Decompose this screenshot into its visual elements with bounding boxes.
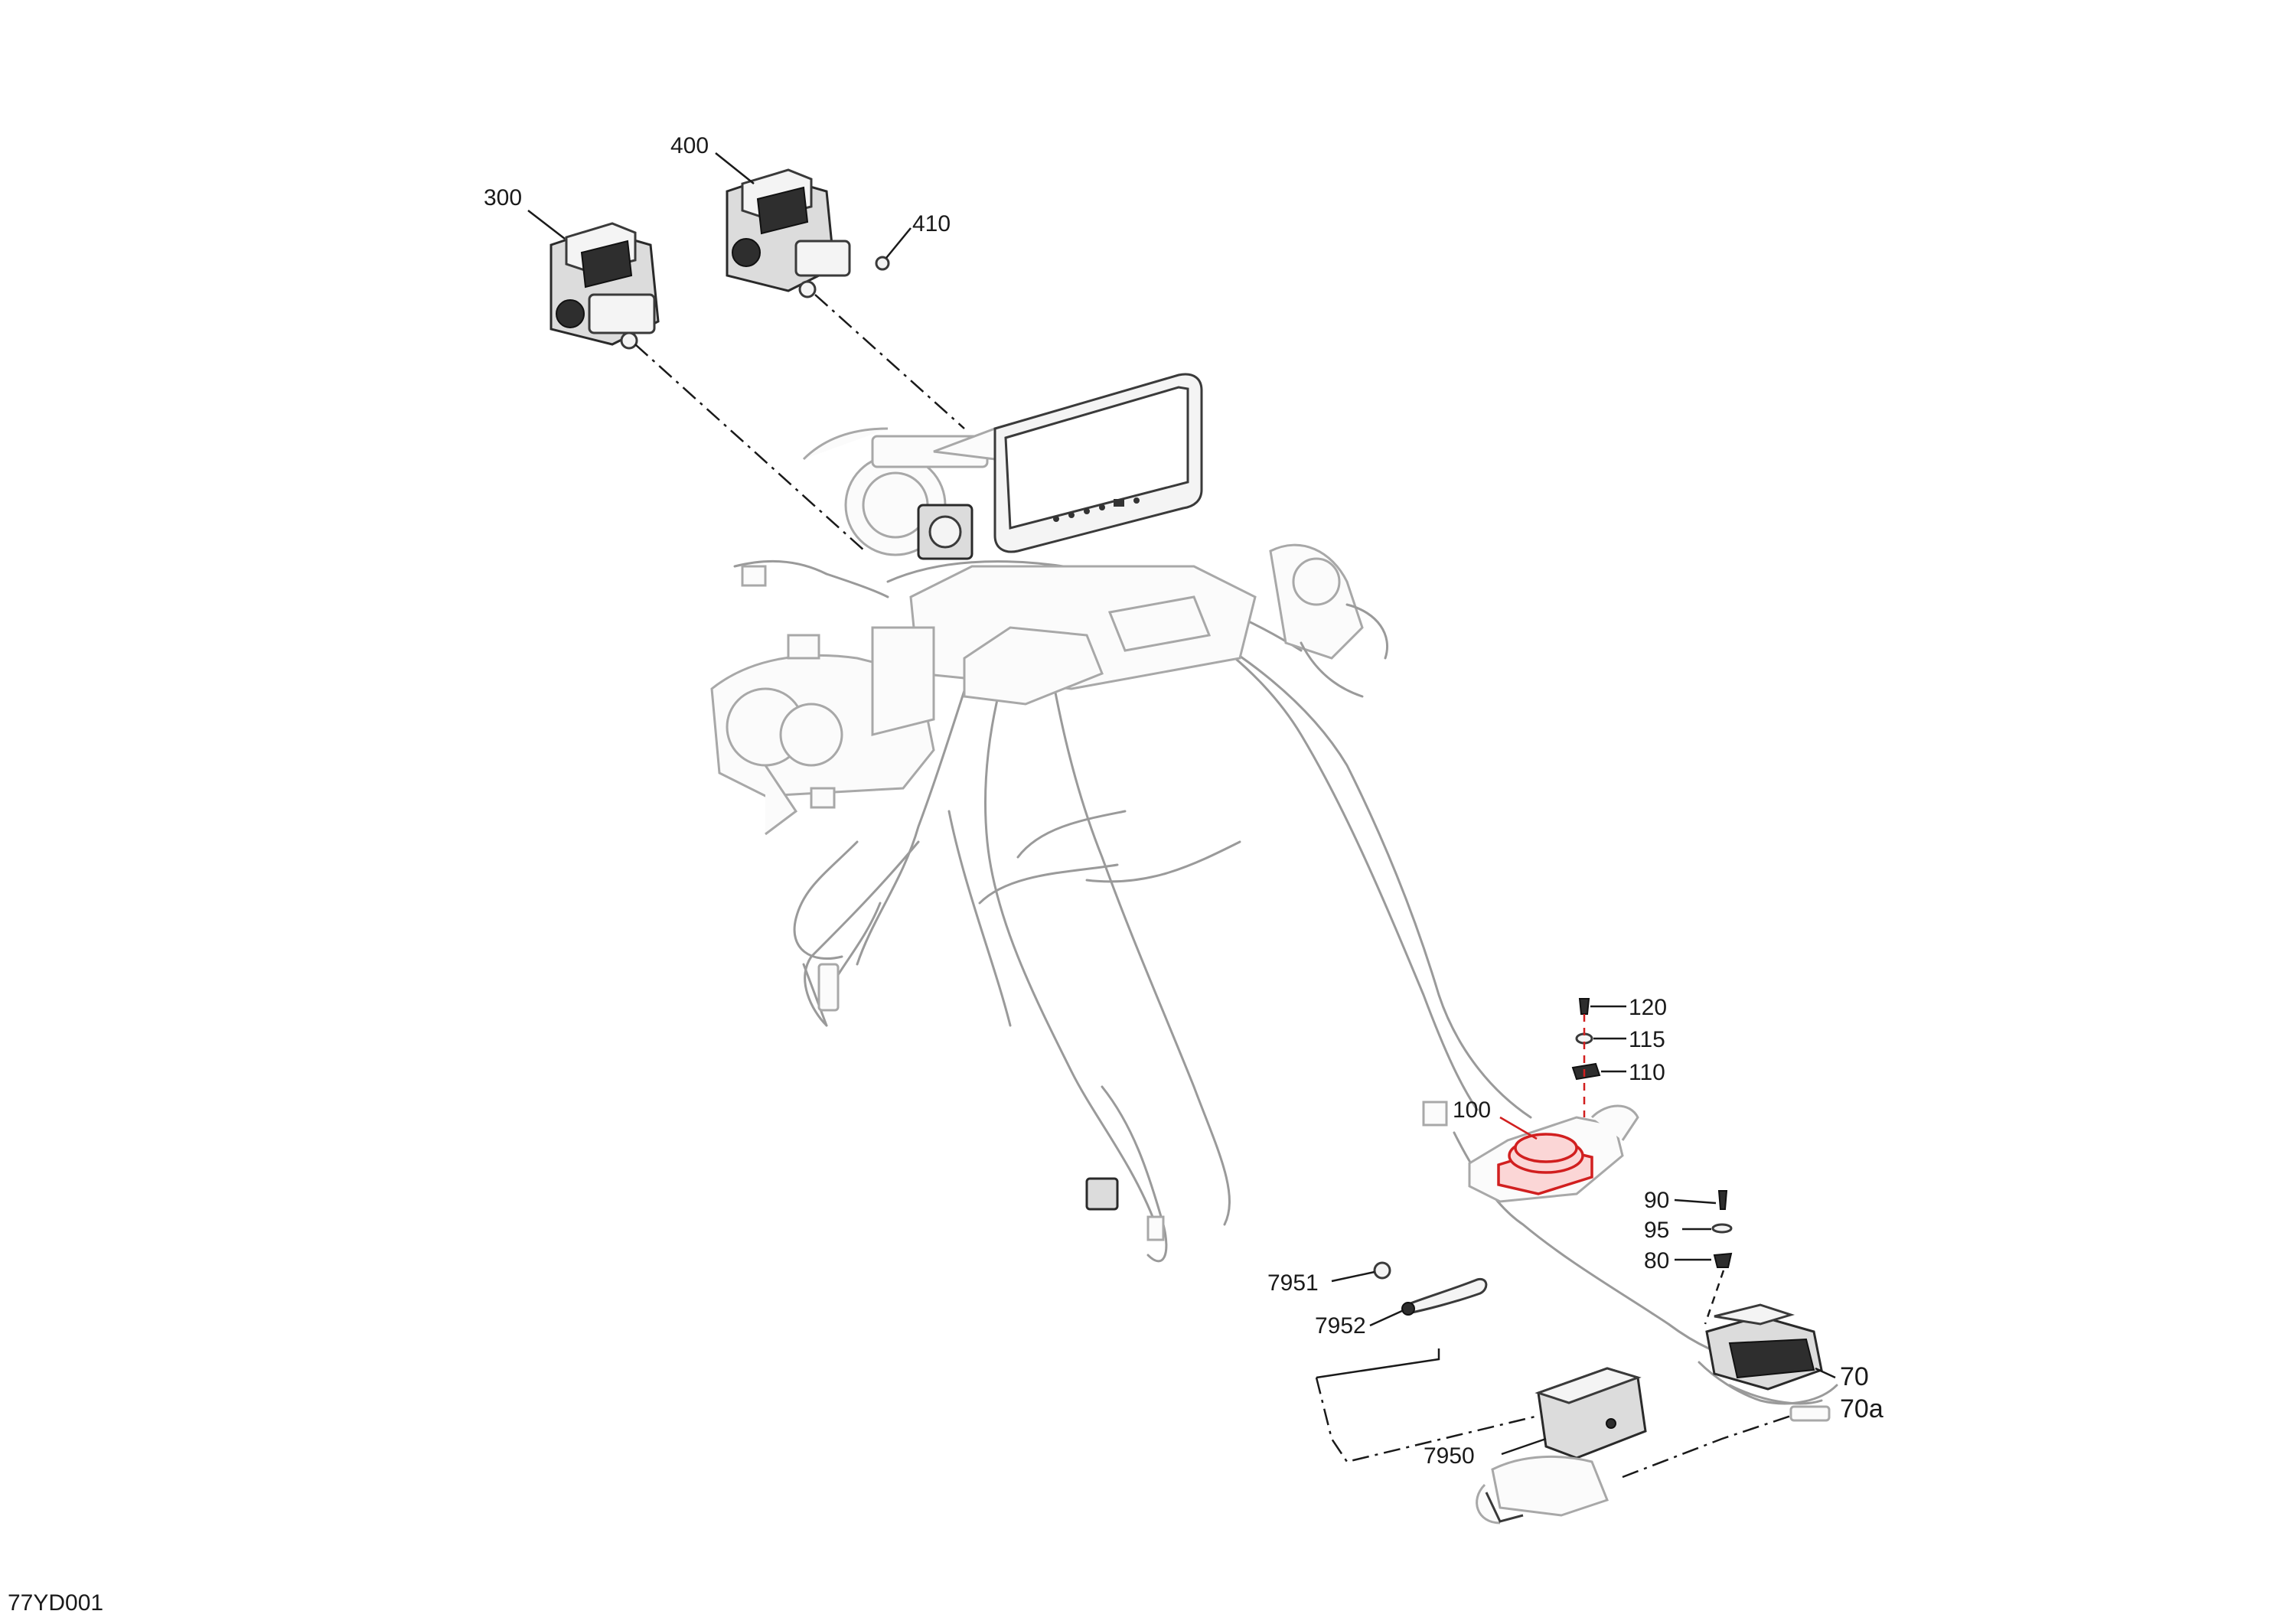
display-screen bbox=[933, 373, 1203, 553]
callout-400: 400 bbox=[670, 133, 709, 158]
callout-90: 90 bbox=[1644, 1188, 1669, 1213]
assembly-line-7950 bbox=[1315, 1377, 1539, 1463]
callout-7952: 7952 bbox=[1315, 1313, 1366, 1339]
callout-70a: 70a bbox=[1840, 1394, 1883, 1423]
fastener-stack-80-95 bbox=[1674, 1190, 1733, 1325]
callout-115: 115 bbox=[1629, 1027, 1665, 1052]
callout-95: 95 bbox=[1644, 1218, 1669, 1243]
part-100-highlighted bbox=[1468, 1104, 1639, 1203]
assembly-line-70a bbox=[1622, 1414, 1792, 1479]
part-70-module bbox=[1705, 1303, 1836, 1422]
assembly-line-400 bbox=[814, 294, 965, 429]
callout-300: 300 bbox=[484, 185, 522, 210]
wiring-harness-assembly bbox=[710, 427, 1838, 1405]
callout-100: 100 bbox=[1453, 1097, 1491, 1123]
part-410-screw bbox=[875, 227, 912, 271]
callout-120: 120 bbox=[1629, 995, 1667, 1020]
callout-7951: 7951 bbox=[1267, 1270, 1319, 1296]
part-7951-7952-bracket bbox=[1316, 1261, 1488, 1379]
part-7950-cover bbox=[1476, 1367, 1647, 1525]
part-300-actuator bbox=[527, 210, 660, 350]
part-400-actuator bbox=[715, 152, 851, 298]
fastener-stack-110-120 bbox=[1571, 998, 1626, 1117]
callout-70: 70 bbox=[1840, 1362, 1869, 1391]
callout-410: 410 bbox=[912, 211, 951, 236]
callout-7950: 7950 bbox=[1424, 1443, 1475, 1469]
callout-80: 80 bbox=[1644, 1248, 1669, 1273]
callout-110: 110 bbox=[1629, 1060, 1665, 1085]
figure-id: 77YD001 bbox=[8, 1590, 103, 1616]
assembly-line-300 bbox=[634, 344, 866, 552]
